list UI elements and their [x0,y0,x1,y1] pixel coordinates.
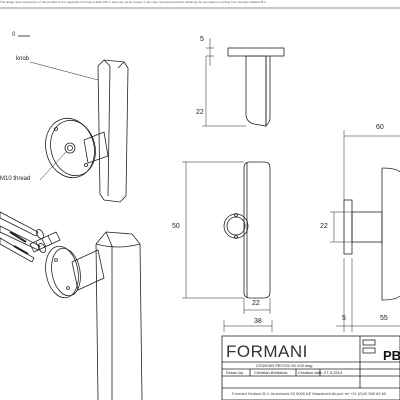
top-view [202,38,285,127]
creation-date-label: Creation date: [298,370,324,375]
front-view [182,161,273,332]
dimension-22-side: 22 [320,223,328,230]
dimension-50: 50 [172,223,180,230]
dimension-22-top-view: 22 [196,109,204,116]
drawn-by-label: Drawn by: [226,370,245,375]
dimension-55: 55 [380,315,388,322]
exploded-view-bottom [0,211,143,400]
formani-logo: FORMANI [226,342,308,361]
label-knob: knob [16,56,30,62]
dimension-22-bottom: 22 [252,300,260,307]
footer-address: Formani Holland B.V. Ameshoek 53 6006 AE… [232,391,387,396]
file-name: 2702K003 PBT23V 50 V02.dwg [256,363,313,368]
creation-date: 27-3-2013 [324,370,343,375]
dimension-5-top: 5 [200,36,204,43]
dimension-38: 38 [254,318,262,325]
exploded-view-top [18,35,129,203]
dimension-5-bottom: 5 [342,315,346,322]
side-view [330,130,400,332]
drawn-by-name: Christian Brinkhuis [254,370,288,375]
title-block [221,335,400,400]
dimension-60: 60 [376,124,384,131]
label-thread: M10 thread [0,176,31,182]
product-code: PBT [383,348,400,363]
copyright-notice: The design and construction of this prod… [0,0,267,4]
label-partial: 0 [12,32,16,38]
